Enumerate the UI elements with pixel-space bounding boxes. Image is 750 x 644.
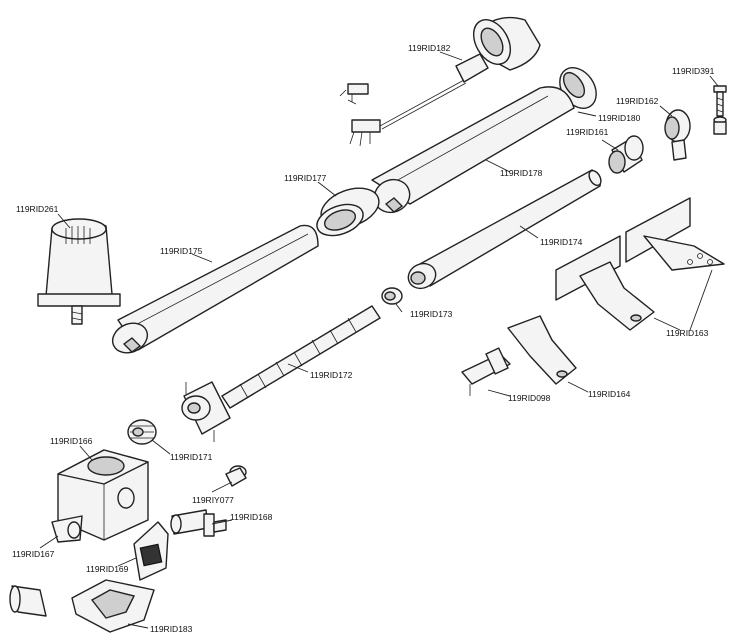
leader-119RID169 bbox=[117, 557, 137, 567]
part-119RID261 bbox=[37, 218, 121, 325]
leader-119RID175 bbox=[191, 253, 213, 263]
label-119RID098: 119RID098 bbox=[508, 393, 551, 403]
label-119RID161: 119RID161 bbox=[566, 127, 609, 137]
leader-119RID180 bbox=[577, 111, 597, 117]
label-119RID178: 119RID178 bbox=[500, 168, 543, 178]
label-119RID168: 119RID168 bbox=[230, 512, 273, 522]
part-119RID171 bbox=[127, 419, 157, 445]
leader-119RID162 bbox=[659, 105, 673, 117]
leader-119RID174 bbox=[519, 225, 539, 239]
part-119RID177 bbox=[316, 187, 380, 237]
part-119RID172 bbox=[181, 305, 381, 442]
leader-119RID168 bbox=[211, 519, 233, 525]
leader-119RID182 bbox=[439, 51, 463, 61]
part-119RID167 bbox=[51, 515, 83, 543]
label-119RID183: 119RID183 bbox=[150, 624, 193, 634]
label-119RID391: 119RID391 bbox=[672, 66, 715, 76]
label-119RID164: 119RID164 bbox=[588, 389, 631, 399]
part-labels: 119RID182 119RID391 119RID180 119RID162 … bbox=[12, 43, 715, 634]
leader-119RID183 bbox=[127, 623, 149, 629]
leader-119RID163 bbox=[653, 269, 713, 331]
leader-119RID171 bbox=[151, 439, 171, 455]
part-119RIY077 bbox=[225, 465, 247, 487]
part-119RID178 bbox=[371, 86, 575, 214]
leader-lines bbox=[39, 51, 719, 629]
leader-119RID161 bbox=[601, 139, 619, 151]
leader-119RID098 bbox=[487, 389, 511, 397]
part-119RID162 bbox=[664, 109, 691, 161]
label-119RID163: 119RID163 bbox=[666, 328, 709, 338]
leader-119RID178 bbox=[485, 159, 511, 173]
label-119RID167: 119RID167 bbox=[12, 549, 55, 559]
part-119RID164 bbox=[507, 315, 577, 385]
label-119RID180: 119RID180 bbox=[598, 113, 641, 123]
part-119RID163 bbox=[555, 197, 725, 331]
leader-119RID261 bbox=[57, 213, 71, 229]
part-119RID173 bbox=[381, 287, 403, 305]
label-119RID182: 119RID182 bbox=[408, 43, 451, 53]
part-119RID174 bbox=[407, 169, 602, 290]
label-119RID175: 119RID175 bbox=[160, 246, 203, 256]
part-119RID175 bbox=[111, 224, 319, 354]
leader-119RID166 bbox=[79, 445, 93, 461]
part-119RID169 bbox=[133, 521, 169, 581]
label-119RID171: 119RID171 bbox=[170, 452, 213, 462]
label-119RIY077: 119RIY077 bbox=[192, 495, 234, 505]
part-119RID161 bbox=[608, 135, 644, 174]
leader-119RID164 bbox=[567, 381, 589, 393]
leader-119RID177 bbox=[317, 181, 337, 197]
label-119RID166: 119RID166 bbox=[50, 436, 93, 446]
part-cylinder-small bbox=[9, 585, 47, 617]
leader-119RID167 bbox=[39, 535, 59, 549]
part-119RID183 bbox=[71, 579, 155, 633]
part-119RID098 bbox=[461, 347, 511, 396]
label-119RID169: 119RID169 bbox=[86, 564, 129, 574]
label-119RID173: 119RID173 bbox=[410, 309, 453, 319]
label-119RID261: 119RID261 bbox=[16, 204, 59, 214]
leader-119RID391 bbox=[709, 75, 719, 87]
part-119RID391 bbox=[713, 85, 727, 135]
leader-119RIY077 bbox=[211, 481, 233, 493]
leader-119RID172 bbox=[287, 363, 309, 373]
leader-119RID173 bbox=[395, 303, 403, 313]
part-119RID168 bbox=[170, 509, 227, 537]
part-119RID182 bbox=[339, 16, 541, 147]
label-119RID177: 119RID177 bbox=[284, 173, 327, 183]
label-119RID174: 119RID174 bbox=[540, 237, 583, 247]
label-119RID172: 119RID172 bbox=[310, 370, 353, 380]
label-119RID162: 119RID162 bbox=[616, 96, 659, 106]
